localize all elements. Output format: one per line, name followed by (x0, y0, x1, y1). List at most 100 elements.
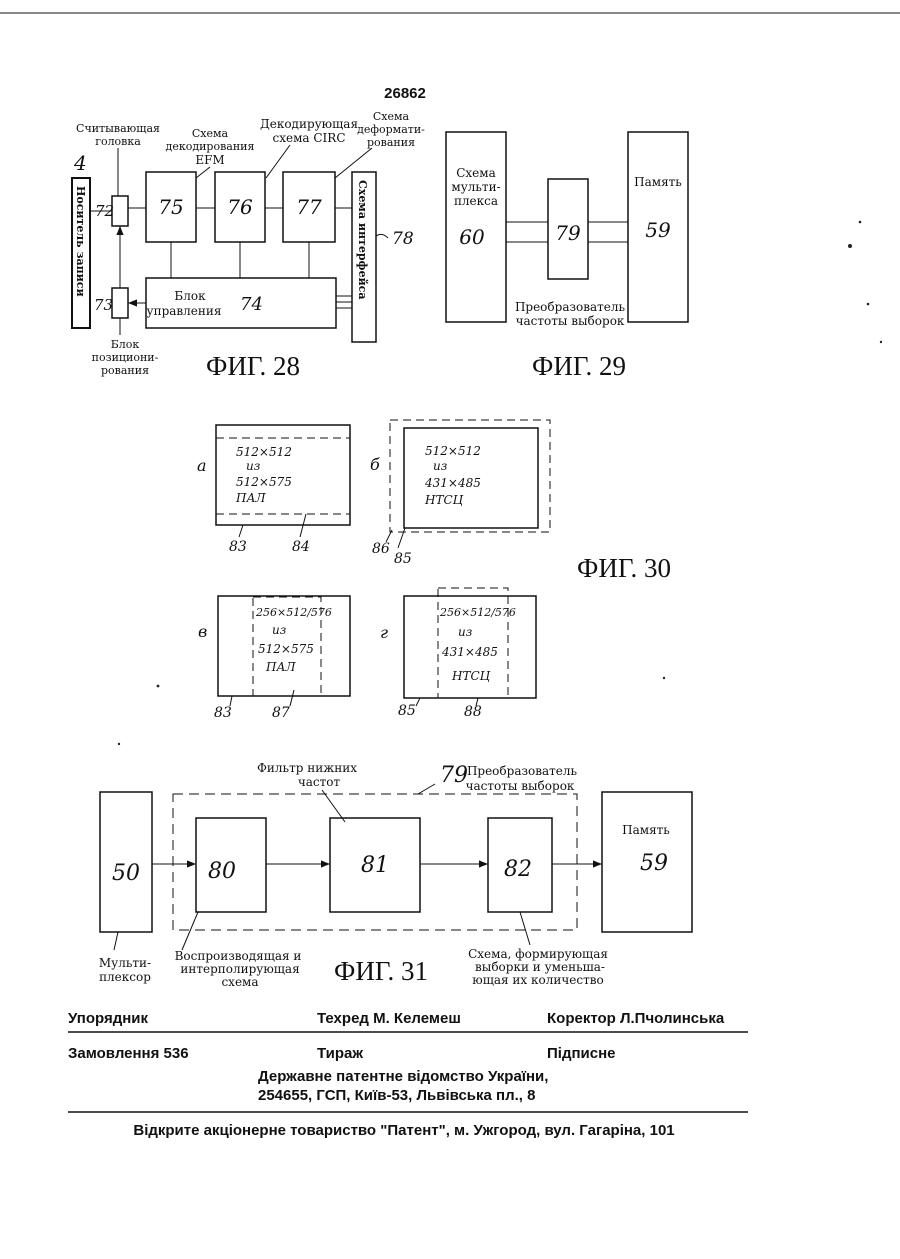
figure-29: Схема мульти- плекса 60 79 Память 59 Пре… (446, 132, 688, 381)
fig28-ref-76: 76 (227, 195, 253, 219)
fig30-a-ref-b: 84 (292, 539, 310, 555)
scan-specks (118, 221, 882, 746)
fig28-record-carrier-label: Носитель записи (74, 186, 87, 297)
fig28-deform-leader (335, 148, 372, 178)
fig28-circ-label-2: схема CIRC (272, 131, 345, 145)
fig28-positioning-label-1: Блок (111, 338, 140, 351)
fig31-interp-label-2: интерполирующая (180, 962, 299, 976)
fig30-a-line-4: ПАЛ (235, 491, 267, 505)
scan-speck (118, 743, 120, 745)
fig30-b-line-4: НТСЦ (424, 493, 464, 507)
fig28-interface-label: Схема интерфейса (356, 180, 369, 299)
figure-28: 4 Носитель записи Считывающая головка 72… (72, 110, 425, 381)
fig30-b-ref-b: 85 (394, 551, 412, 567)
fig28-efm-label-1: Схема (192, 127, 229, 140)
fig29-caption: ФИГ. 29 (532, 351, 626, 381)
fig31-interp-label-1: Воспроизводящая и (175, 949, 302, 963)
fig31-lpf-label-2: частот (298, 775, 341, 789)
fig28-efm-label-3: EFM (195, 153, 224, 167)
fig28-ref-78-leader (376, 234, 388, 238)
fig29-memory-label: Память (634, 175, 682, 189)
fig30-c-ref-a: 83 (214, 705, 232, 721)
fig30-d-ref-a-leader (416, 698, 420, 706)
fig28-ref-74: 74 (240, 294, 263, 315)
fig30-a-line-3: 512×575 (236, 475, 292, 489)
fig28-positioning-block (112, 288, 128, 318)
fig30-c-line-4: ПАЛ (265, 660, 297, 674)
fig30-d-line-4: НТСЦ (451, 669, 491, 683)
fig29-ref-79: 79 (555, 221, 581, 245)
fig31-sample-leader (520, 912, 530, 945)
fig31-ref-80: 80 (208, 859, 236, 884)
imprint-corrector: Коректор Л.Пчолинська (547, 1010, 725, 1027)
fig31-lpf-label-1: Фильтр нижних (257, 761, 357, 775)
scan-speck (867, 303, 870, 306)
fig30-d-letter: г (380, 623, 388, 642)
fig31-mux-leader (114, 932, 118, 950)
imprint-office-line-1: Державне патентне відомство України, (258, 1068, 548, 1085)
fig30-d-ref-b: 88 (464, 704, 482, 720)
fig30-caption: ФИГ. 30 (577, 553, 671, 583)
fig28-ref-73: 73 (94, 296, 113, 314)
fig31-lpf-leader (322, 790, 345, 822)
fig28-caption: ФИГ. 28 (206, 351, 300, 381)
fig28-circ-leader (266, 145, 290, 178)
fig28-efm-leader (196, 167, 210, 178)
imprint-techred: Техред М. Келемеш (317, 1010, 461, 1027)
fig28-deform-label-3: рования (367, 136, 415, 149)
fig30-b-line-3: 431×485 (424, 476, 481, 490)
fig29-ref-59: 59 (645, 218, 671, 242)
fig28-ref-77: 77 (296, 195, 322, 219)
fig31-memory-label: Память (622, 823, 670, 837)
fig28-positioning-label-3: рования (101, 364, 149, 377)
fig30-d-line-2: из (458, 625, 472, 639)
fig28-deform-label-1: Схема (373, 110, 410, 123)
fig29-converter-label-1: Преобразователь (515, 300, 626, 314)
imprint-printer: Відкрите акціонерне товариство "Патент",… (133, 1122, 674, 1139)
fig28-ref-75: 75 (158, 195, 183, 219)
fig29-converter-label-2: частоты выборок (516, 314, 625, 328)
fig28-head-label-2: головка (95, 135, 141, 148)
fig31-converter-label-2: частоты выборок (466, 779, 575, 793)
scan-speck (859, 221, 862, 224)
imprint: Упорядник Техред М. Келемеш Коректор Л.П… (68, 1010, 748, 1139)
fig29-ref-60: 60 (459, 225, 485, 249)
fig31-interp-leader (182, 912, 198, 950)
fig29-mux-label-2: мульти- (451, 180, 500, 194)
imprint-compiler: Упорядник (68, 1010, 149, 1027)
fig31-mux-label-1: Мульти- (99, 956, 151, 970)
fig31-sample-label-1: Схема, формирующая (468, 947, 608, 961)
scan-speck (880, 341, 882, 343)
fig30-b-letter: б (370, 455, 380, 474)
fig31-ref-79: 79 (440, 763, 468, 788)
fig30-c-letter: в (198, 622, 207, 641)
figure-31: 50 Мульти- плексор 79 Преобразователь ча… (99, 761, 692, 989)
imprint-circulation: Тираж (317, 1045, 363, 1062)
fig30-c-line-3: 512×575 (258, 642, 314, 656)
fig28-control-label-1: Блок (174, 289, 206, 303)
fig30-a-letter: а (197, 456, 207, 475)
fig31-ref-59: 59 (640, 851, 668, 876)
imprint-order: Замовлення 536 (68, 1045, 189, 1062)
fig31-interp-label-3: схема (221, 975, 258, 989)
fig29-mux-label-3: плекса (454, 194, 498, 208)
fig31-mux-label-2: плексор (99, 970, 151, 984)
fig30-a-ref-a: 83 (229, 539, 247, 555)
fig30-d-ref-a: 85 (398, 703, 416, 719)
fig31-sample-label-2: выборки и уменьша- (475, 960, 605, 974)
fig28-ref-78: 78 (392, 229, 414, 249)
fig28-positioning-label-2: позициони- (92, 351, 159, 364)
page-number: 26862 (384, 85, 426, 102)
imprint-office-line-2: 254655, ГСП, Київ-53, Львівська пл., 8 (258, 1087, 535, 1104)
fig29-mux-label-1: Схема (456, 166, 496, 180)
fig30-d-line-1: 256×512/576 (439, 606, 516, 619)
fig30-b-line-1: 512×512 (425, 444, 481, 458)
scan-speck (848, 244, 852, 248)
fig30-b-line-2: из (433, 459, 447, 473)
fig30-c-line-2: из (272, 623, 286, 637)
fig30-a-ref-a-leader (239, 525, 243, 537)
fig28-control-label-2: управления (147, 304, 222, 318)
fig30-c-ref-b-leader (290, 690, 294, 706)
fig28-head-label-1: Считывающая (76, 122, 160, 135)
